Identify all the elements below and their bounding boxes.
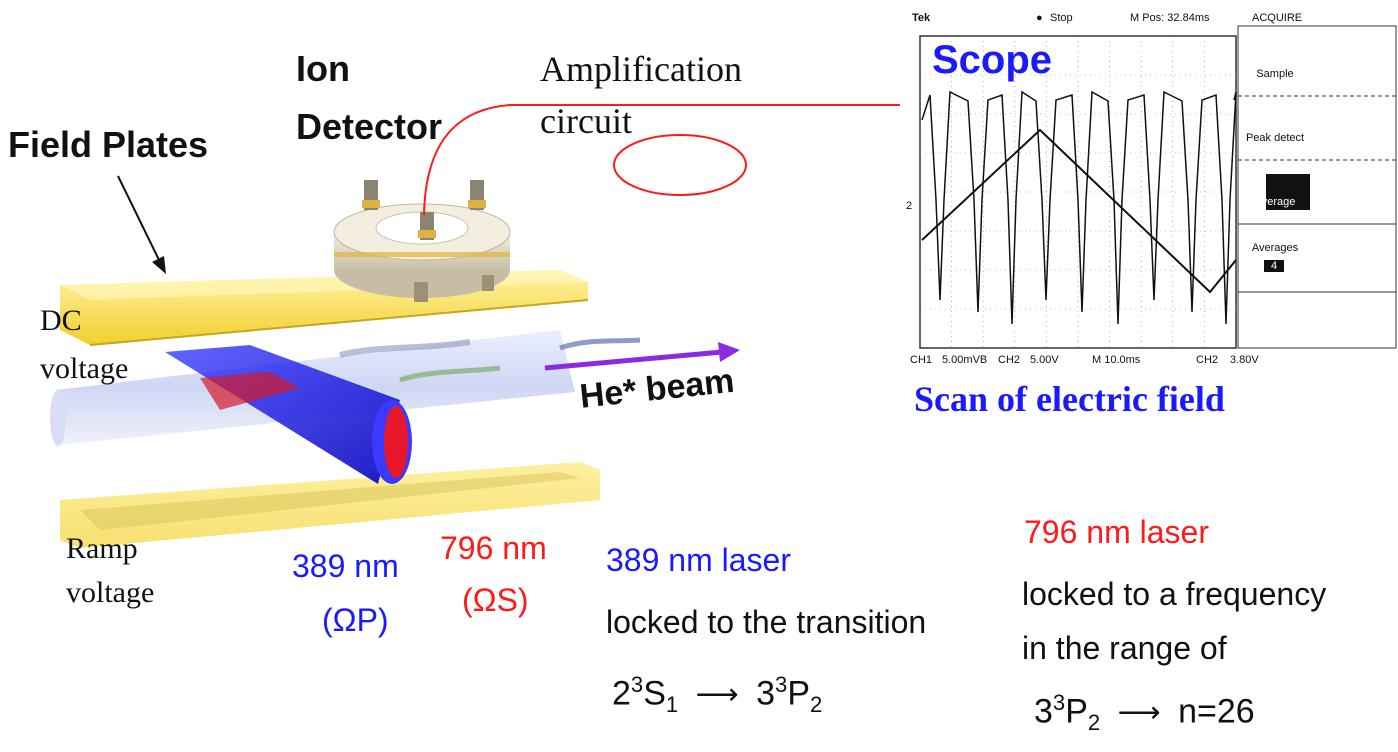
t796-to: n=26 — [1178, 692, 1255, 731]
scope-trigger-ch: CH2 — [1196, 354, 1219, 366]
t796-from-sup: 3 — [1052, 690, 1066, 715]
laser389-title: 389 nm laser — [606, 542, 791, 578]
dc-label: DC — [40, 304, 82, 337]
scope-acquire-title: ACQUIRE — [1252, 12, 1303, 24]
menu-averages-value: 4 — [1264, 260, 1284, 272]
wavelength-389-label: 389 nm — [292, 548, 399, 584]
scope-ch1-scale: 5.00mVB — [942, 354, 988, 366]
t389-to-sub: 2 — [810, 692, 823, 718]
dc-voltage-label: voltage — [40, 352, 129, 385]
ramp-label: Ramp — [66, 532, 138, 565]
top-field-plate — [60, 270, 589, 346]
field-plates-pointer — [117, 175, 166, 274]
scope-state: Stop — [1050, 12, 1073, 24]
laser-beams — [165, 345, 412, 484]
t796-from-main: P — [1065, 692, 1088, 731]
amplification-label: Amplification — [540, 49, 742, 89]
menu-peak-detect[interactable]: Peak detect — [1245, 132, 1305, 144]
scope-title: Scope — [932, 38, 1053, 82]
scope-caption: Scan of electric field — [914, 379, 1225, 419]
laser796-title: 796 nm laser — [1024, 514, 1209, 550]
bottom-field-plate — [60, 462, 600, 548]
scope-mpos: M Pos: 32.84ms — [1130, 12, 1210, 24]
laser389-line1: locked to the transition — [606, 604, 927, 640]
ion-label: Ion — [296, 48, 350, 89]
laser796-line2: in the range of — [1022, 630, 1227, 666]
laser389-transition: 23S1 ⟶ 33P2 — [612, 672, 822, 718]
ion-detector — [333, 180, 511, 302]
scope-brand: Tek — [912, 12, 931, 24]
scope-stop-icon: ● — [1036, 12, 1043, 24]
scope-trigger-level: 3.80V — [1230, 354, 1259, 366]
he-beam-arrow — [544, 342, 740, 371]
detector-label: Detector — [296, 106, 443, 147]
signal-wire — [423, 104, 900, 216]
t389-from-base: 2 — [612, 674, 631, 713]
oscilloscope-screen — [900, 0, 1398, 380]
scope-ch1: CH1 — [910, 354, 933, 366]
apparatus-diagram — [50, 104, 900, 548]
scope-timebase: M 10.0ms — [1092, 354, 1141, 366]
t389-to-sup: 3 — [775, 672, 788, 697]
t389-from-main: S — [643, 674, 666, 713]
t389-from-sub: 1 — [665, 692, 679, 718]
t389-to-base: 3 — [756, 674, 776, 713]
scope-ch2-scale: 5.00V — [1030, 354, 1059, 366]
wavelength-796-label: 796 nm — [440, 530, 547, 566]
laser796-transition: 33P2 ⟶ n=26 — [1034, 690, 1255, 736]
t796-from-sub: 2 — [1087, 710, 1101, 736]
menu-averages[interactable]: Averages — [1251, 242, 1299, 254]
field-plates-label: Field Plates — [8, 124, 209, 165]
menu-sample[interactable]: Sample — [1256, 68, 1294, 80]
arrow-right-icon: ⟶ — [1117, 696, 1161, 730]
t389-from-sup: 3 — [630, 672, 644, 697]
circuit-label: circuit — [540, 101, 632, 141]
scope-marker-2: 2 — [906, 200, 913, 212]
ramp-voltage-label: voltage — [66, 576, 155, 609]
menu-average[interactable]: Average — [1254, 196, 1296, 208]
laser796-line1: locked to a frequency — [1022, 576, 1327, 612]
t796-from-base: 3 — [1034, 692, 1053, 731]
omega-p-label: (ΩP) — [322, 602, 389, 638]
omega-s-label: (ΩS) — [462, 582, 529, 618]
arrow-right-icon: ⟶ — [695, 678, 739, 712]
scope-ch2: CH2 — [998, 354, 1021, 366]
t389-to-main: P — [787, 674, 811, 713]
